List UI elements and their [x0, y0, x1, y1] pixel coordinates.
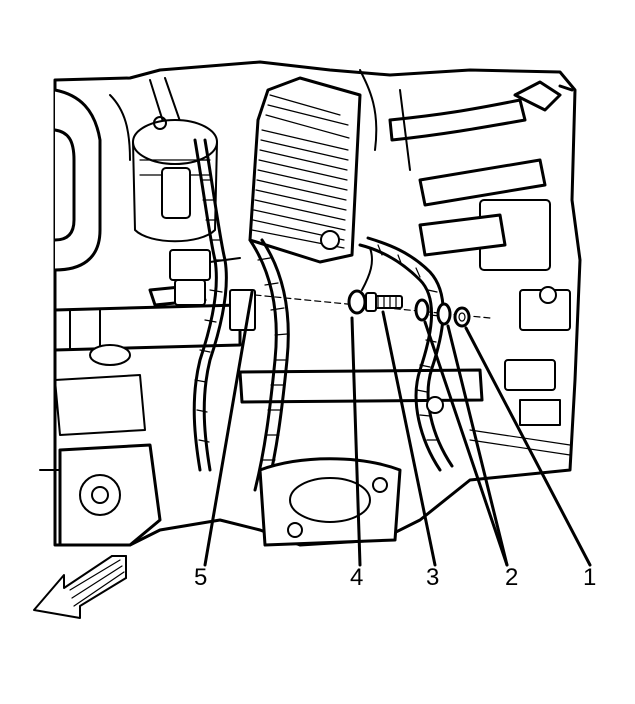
wiring-harness-left: [192, 138, 228, 472]
leader-3: [381, 310, 437, 567]
leader-lines: [203, 290, 592, 567]
leader-4: [350, 316, 362, 567]
leader-2b: [446, 324, 509, 567]
callout-5: 5: [194, 564, 207, 591]
ground-stud-assembly: [254, 247, 491, 328]
callout-3: 3: [426, 564, 439, 591]
lower-left-manifold: [39, 344, 162, 547]
right-side-block: [418, 199, 571, 456]
oil-cooler: [248, 76, 362, 264]
leader-5: [203, 290, 254, 567]
washer-b: [436, 302, 452, 326]
leader-1: [464, 326, 592, 567]
nut: [453, 306, 471, 328]
filter-housing: [132, 116, 218, 243]
callout-labels: 5 4 3 2 1: [194, 564, 596, 591]
washer-a: [414, 298, 430, 322]
callout-4: 4: [350, 564, 363, 591]
electrical-connector: [169, 249, 256, 331]
callout-1: 1: [583, 564, 596, 591]
engine-artwork: [39, 60, 582, 547]
bottom-housing: [258, 396, 444, 547]
stud-bolt: [365, 292, 403, 312]
leader-2a: [423, 320, 509, 567]
wiring-harness-center: [248, 238, 290, 492]
ring-terminal: [347, 289, 367, 315]
front-direction-arrow-icon: [33, 555, 127, 619]
callout-2: 2: [505, 564, 518, 591]
horizontal-crossover-tube: [53, 283, 484, 404]
upper-right-pipes: [359, 69, 574, 207]
